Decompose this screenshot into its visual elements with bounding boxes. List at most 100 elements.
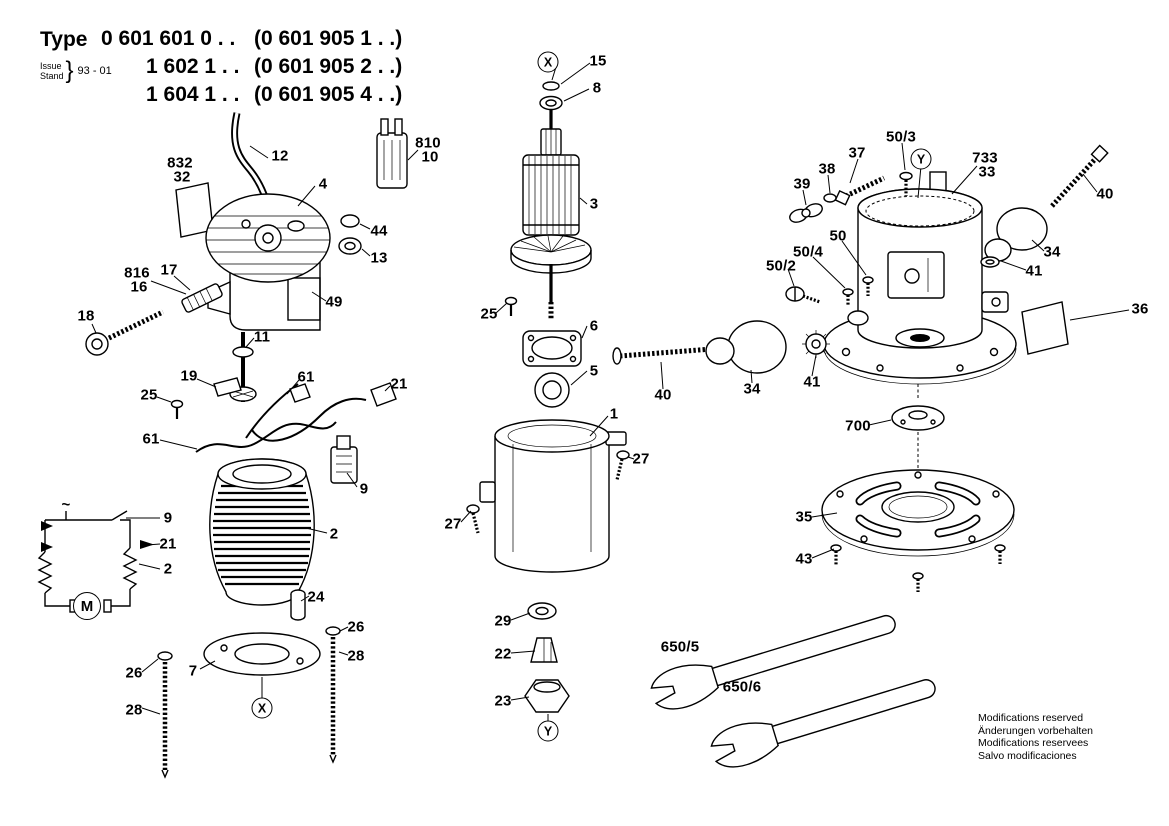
knob-34-left [727, 320, 787, 374]
part-callout-39: 39 [793, 175, 811, 193]
modifications-note: Modifications reserved Änderungen vorbeh… [978, 712, 1093, 762]
brush-holder [181, 283, 223, 313]
part-callout-29: 29 [494, 612, 512, 630]
part-callout-38: 38 [818, 160, 836, 178]
screw-50-4 [842, 288, 854, 296]
washer-38 [823, 193, 837, 203]
part-callout-9: 9 [359, 480, 369, 498]
part-callout-1: 1 [609, 405, 619, 423]
issue-value: 93 - 01 [77, 65, 112, 77]
part-callout-17: 17 [160, 261, 178, 279]
part-callout-9: 9 [163, 509, 173, 527]
part-callout-810: 810 [415, 134, 441, 152]
part-callout-X: X [251, 697, 273, 719]
part-callout-44: 44 [370, 222, 388, 240]
part-callout-27: 27 [632, 450, 650, 468]
wrench-650-6 [710, 679, 936, 768]
brush-symbol [103, 599, 112, 613]
bracket-19 [213, 377, 242, 397]
brace: } [65, 57, 74, 84]
part-callout-15: 15 [589, 52, 607, 70]
part-callout-24: 24 [307, 588, 325, 606]
part-callout-8: 8 [592, 79, 602, 97]
part-callout-25: 25 [480, 305, 498, 323]
type-number-2: 1 602 1 . . [146, 55, 240, 78]
cord-grommet [370, 382, 397, 407]
part-callout-26: 26 [347, 618, 365, 636]
washer-26-right [325, 626, 341, 636]
washer-41-right [980, 256, 1000, 268]
part-callout-41: 41 [803, 373, 821, 391]
part-callout-M: M [73, 592, 101, 620]
part-callout-21: 21 [159, 535, 177, 553]
part-callout-37: 37 [848, 144, 866, 162]
part-callout-16: 16 [130, 278, 148, 296]
part-callout-3: 3 [589, 195, 599, 213]
part-callout-X: X [537, 51, 559, 73]
carbon-brush [338, 237, 362, 255]
issue-label: Issue [40, 61, 62, 71]
armature-column-drawing [466, 81, 630, 713]
part-callout-21: 21 [390, 375, 408, 393]
part-callout-12: 12 [271, 147, 289, 165]
part-callout-7: 7 [188, 662, 198, 680]
part-callout-26: 26 [125, 664, 143, 682]
part-callout-34: 34 [1043, 243, 1061, 261]
part-callout-23: 23 [494, 692, 512, 710]
clamp-window [887, 251, 945, 299]
part-callout-33: 33 [978, 163, 996, 181]
knob-bolt-40-left [619, 346, 713, 359]
lead-wires [195, 421, 337, 453]
type-number-1: 0 601 601 0 . . [101, 27, 236, 50]
part-callout-40: 40 [1096, 185, 1114, 203]
part-callout-10: 10 [421, 148, 439, 166]
motor-housing-cup-1 [494, 436, 610, 573]
part-callout-61: 61 [142, 430, 160, 448]
part-callout-50: 50 [829, 227, 847, 245]
wrench-650-5 [650, 614, 896, 710]
part-callout-650/5: 650/5 [660, 638, 700, 656]
part-callout-36: 36 [1131, 300, 1149, 318]
part-callout-2: 2 [163, 560, 173, 578]
screw-50-3 [899, 171, 913, 181]
part-callout-49: 49 [325, 293, 343, 311]
type-number-2-alt: (0 601 905 2 . .) [254, 55, 403, 78]
part-callout-~: ~ [61, 496, 71, 514]
issue-stand-block: Issue Stand } 93 - 01 [40, 57, 112, 84]
part-callout-22: 22 [494, 645, 512, 663]
base-plate-35 [821, 469, 1015, 551]
type-number-1-alt: (0 601 905 1 . .) [254, 27, 403, 50]
part-callout-61: 61 [297, 368, 315, 386]
depth-stop-700 [891, 405, 945, 431]
armature-core [522, 154, 580, 236]
knob-bolt-40-right [1050, 154, 1100, 208]
type-number-3: 1 604 1 . . [146, 83, 240, 106]
knob-34-right [996, 207, 1048, 251]
part-callout-34: 34 [743, 380, 761, 398]
brush-cap [340, 214, 360, 228]
bearing-flange-7 [203, 632, 321, 676]
type-number-3-alt: (0 601 905 4 . .) [254, 83, 403, 106]
screw-27-left [466, 504, 480, 514]
note-line: Änderungen vorbehalten [978, 724, 1094, 737]
dust-cap-29 [527, 602, 557, 620]
note-line: Modifications reservees [978, 737, 1089, 749]
part-callout-5: 5 [589, 362, 599, 380]
screw-25-left [170, 399, 184, 409]
screw-27-right [616, 450, 630, 460]
part-callout-18: 18 [77, 307, 95, 325]
part-callout-4: 4 [318, 175, 328, 193]
part-callout-733: 733 [972, 149, 998, 167]
washer-26-left [157, 651, 173, 661]
label-sticker-36 [1021, 301, 1069, 355]
part-callout-28: 28 [125, 701, 143, 719]
leader-lines [91, 62, 1130, 722]
part-callout-Y: Y [537, 720, 559, 742]
part-callout-6: 6 [589, 317, 599, 335]
part-callout-50/4: 50/4 [793, 243, 823, 261]
part-callout-40: 40 [654, 386, 672, 404]
washer-15 [542, 81, 560, 91]
collet-nut-23 [524, 679, 570, 713]
